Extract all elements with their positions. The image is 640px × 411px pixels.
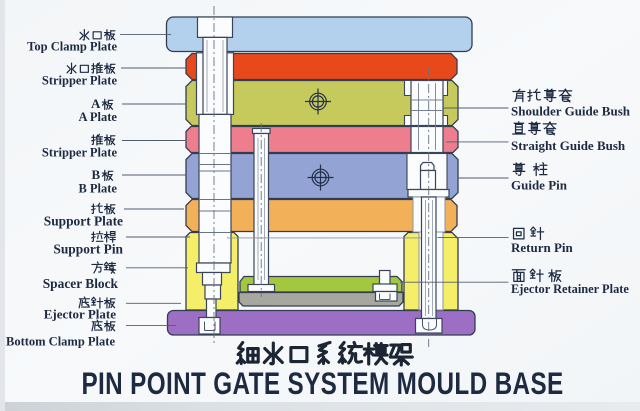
svg-text:Return Pin: Return Pin <box>511 240 574 255</box>
svg-text:Shoulder Guide Bush: Shoulder Guide Bush <box>511 104 631 119</box>
svg-text:Support Plate: Support Plate <box>44 214 123 229</box>
svg-text:A Plate: A Plate <box>78 110 117 124</box>
svg-text:A: A <box>91 96 101 111</box>
svg-text:Stripper Plate: Stripper Plate <box>42 146 118 160</box>
svg-text:Stripper Plate: Stripper Plate <box>42 74 118 88</box>
svg-text:Spacer Block: Spacer Block <box>43 276 119 291</box>
svg-text:Ejector Plate: Ejector Plate <box>44 307 117 322</box>
svg-text:Guide Pin: Guide Pin <box>511 178 568 193</box>
svg-text:Support Pin: Support Pin <box>53 242 123 257</box>
svg-text:Top Clamp Plate: Top Clamp Plate <box>27 40 117 54</box>
svg-text:Bottom Clamp Plate: Bottom Clamp Plate <box>6 335 115 349</box>
svg-text:PIN POINT GATE SYSTEM MOULD BA: PIN POINT GATE SYSTEM MOULD BASE <box>81 365 563 401</box>
svg-text:B Plate: B Plate <box>78 182 117 196</box>
svg-text:B: B <box>92 167 101 182</box>
svg-text:Straight Guide Bush: Straight Guide Bush <box>511 138 626 153</box>
svg-text:Ejector Retainer Plate: Ejector Retainer Plate <box>511 282 629 296</box>
